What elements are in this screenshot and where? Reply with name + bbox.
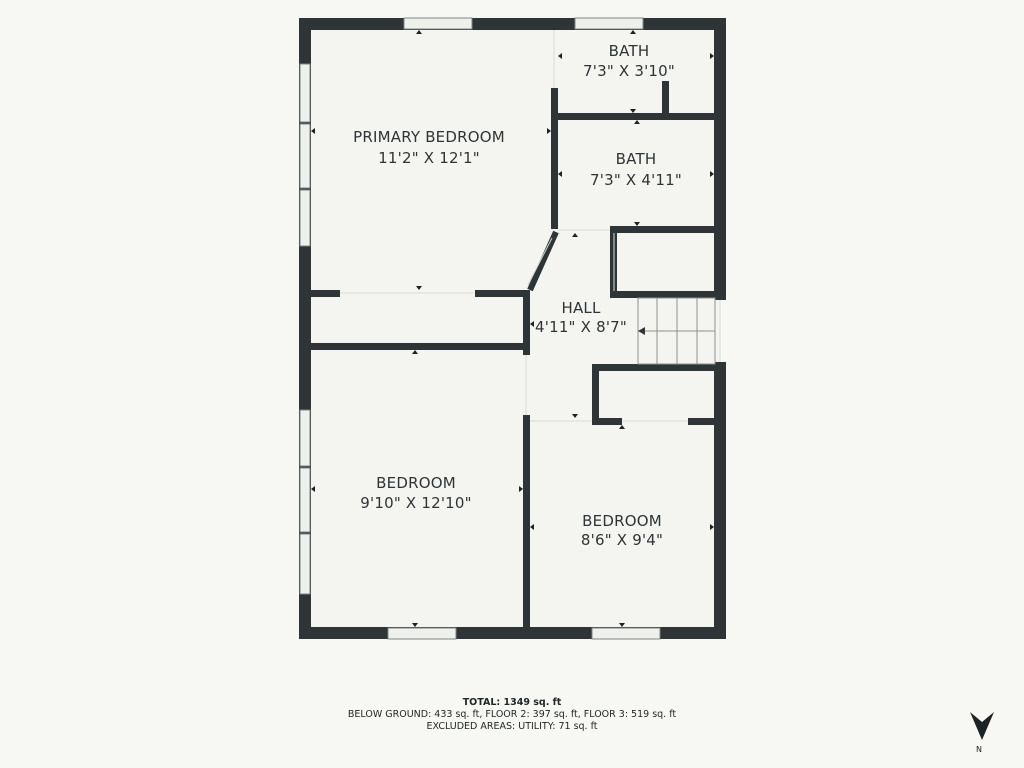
- window-left-a: [299, 63, 311, 123]
- room-label-bath-lower: BATH: [615, 150, 657, 168]
- room-label-bedroom-left: BEDROOM: [376, 474, 456, 492]
- window-left-f: [299, 533, 311, 595]
- area-breakdown: BELOW GROUND: 433 sq. ft, FLOOR 2: 397 s…: [347, 709, 677, 720]
- room-dims-bath-lower: 7'3" X 4'11": [590, 171, 682, 189]
- marker-icon: [572, 414, 578, 418]
- marker-icon: [558, 53, 562, 59]
- marker-icon: [530, 524, 534, 530]
- room-label-primary-bedroom: PRIMARY BEDROOM: [353, 128, 505, 146]
- window-top-right: [574, 17, 644, 30]
- marker-icon: [416, 30, 422, 34]
- room-dims-bedroom-left: 9'10" X 12'10": [360, 494, 472, 512]
- wall-bath-west: [551, 88, 558, 229]
- wall-bottom: [299, 627, 726, 639]
- excluded-areas: EXCLUDED AREAS: UTILITY: 71 sq. ft: [426, 721, 598, 732]
- window-left-d: [299, 409, 311, 467]
- wall-right-lower: [714, 362, 726, 639]
- north-label: N: [976, 745, 982, 754]
- wall-closet-south: [610, 291, 720, 298]
- marker-icon: [630, 30, 636, 34]
- wall-bedroom-right-north-b: [688, 418, 720, 425]
- door-openings: [340, 30, 721, 422]
- wall-bath-stub: [662, 81, 669, 117]
- angled-hall-wall: [527, 230, 559, 292]
- wall-bath-south: [610, 226, 720, 233]
- marker-icon: [710, 53, 714, 59]
- wall-bedroom-right-north-a: [592, 418, 622, 425]
- window-left-b: [299, 123, 311, 189]
- window-bottom-right: [591, 627, 661, 640]
- marker-icon: [634, 120, 640, 124]
- marker-icon: [311, 128, 315, 134]
- room-dims-primary-bedroom: 11'2" X 12'1": [378, 149, 480, 167]
- marker-icon: [530, 321, 534, 327]
- marker-icon: [619, 425, 625, 429]
- window-bottom-left: [387, 627, 457, 640]
- wall-stair-closet-west: [592, 364, 599, 424]
- room-dims-bedroom-right: 8'6" X 9'4": [580, 531, 664, 549]
- wall-bedroom-divider: [523, 415, 530, 633]
- window-top-left: [403, 17, 473, 30]
- room-label-bedroom-right: BEDROOM: [582, 512, 662, 530]
- dimension-markers: [311, 30, 714, 627]
- wall-right-upper: [714, 18, 726, 300]
- marker-icon: [572, 233, 578, 237]
- stair-direction-arrow-icon: [638, 327, 645, 335]
- room-dims-hall: 4'11" X 8'7": [535, 318, 627, 336]
- wall-top: [299, 18, 726, 30]
- window-left-c: [299, 189, 311, 247]
- marker-icon: [412, 623, 418, 627]
- angled-hall-door: [527, 237, 553, 286]
- marker-icon: [634, 222, 640, 226]
- marker-icon: [519, 486, 523, 492]
- wall-closet-hall: [523, 290, 530, 355]
- marker-icon: [311, 486, 315, 492]
- marker-icon: [547, 128, 551, 134]
- marker-icon: [619, 623, 625, 627]
- window-left-e: [299, 467, 311, 533]
- marker-icon: [558, 171, 562, 177]
- wall-bath-divider: [551, 113, 721, 120]
- wall-primary-south-b: [475, 290, 530, 297]
- marker-icon: [710, 171, 714, 177]
- north-arrow-icon: [970, 712, 994, 740]
- marker-icon: [412, 350, 418, 354]
- total-area: TOTAL: 1349 sq. ft: [462, 697, 562, 708]
- marker-icon: [416, 286, 422, 290]
- wall-closet-south-left: [305, 343, 530, 350]
- marker-icon: [630, 109, 636, 113]
- windows: [299, 17, 661, 640]
- room-label-hall: HALL: [561, 299, 601, 317]
- wall-primary-south-a: [305, 290, 340, 297]
- room-label-bath-upper: BATH: [608, 42, 650, 60]
- room-dims-bath-upper: 7'3" X 3'10": [583, 62, 675, 80]
- staircase: [637, 297, 716, 365]
- wall-stair-closet-top: [592, 364, 720, 371]
- marker-icon: [710, 524, 714, 530]
